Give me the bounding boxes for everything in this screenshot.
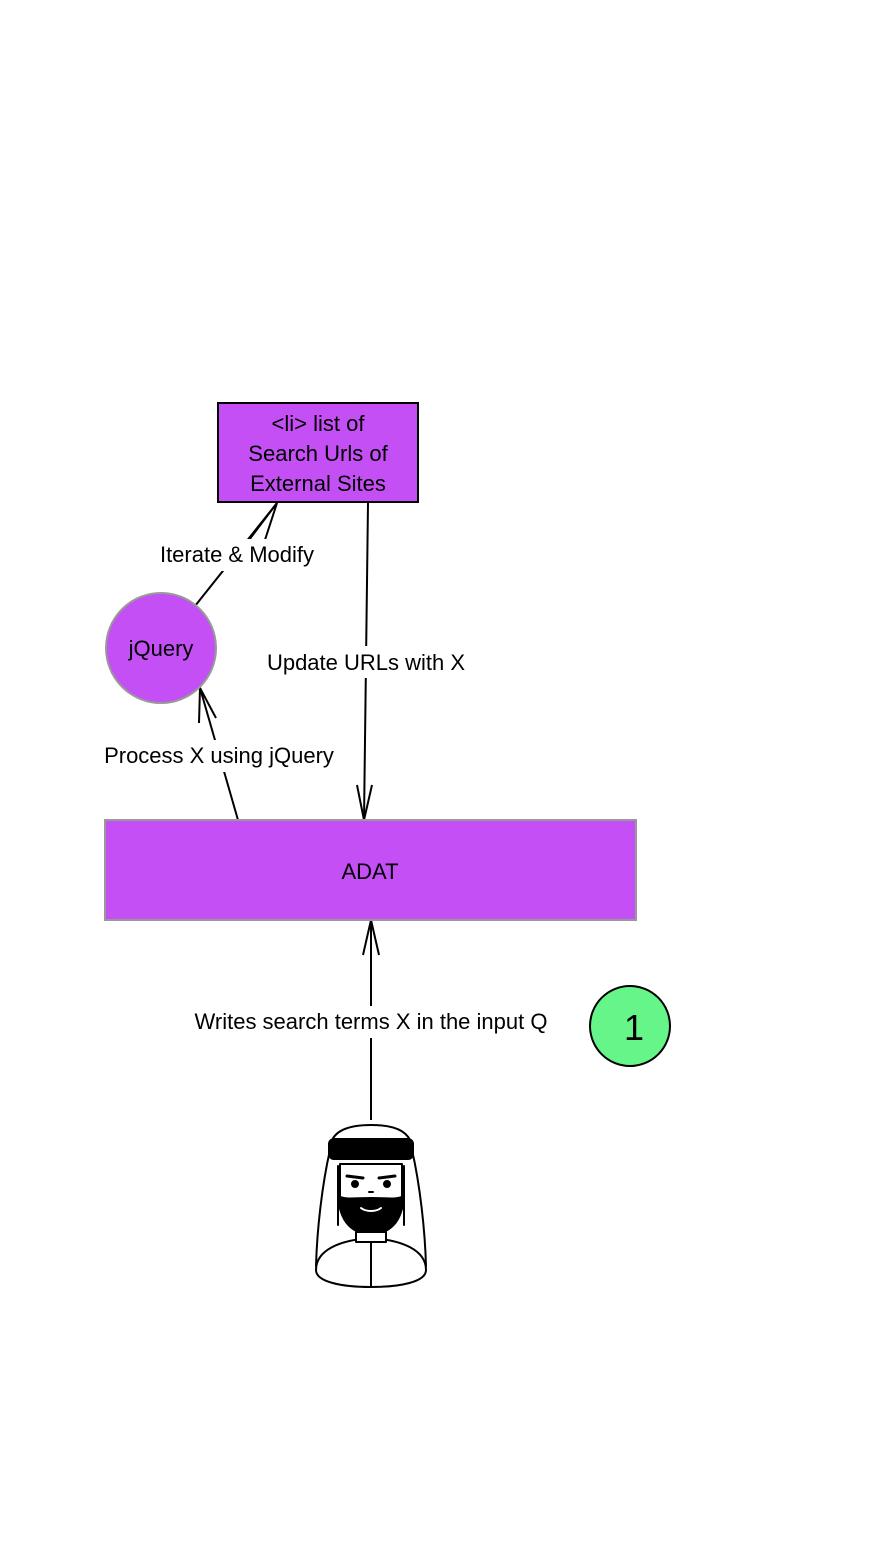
edge-update-label-bg [255,646,477,678]
step-badge: 1 [589,985,671,1067]
edge-process-label-bg [90,740,348,772]
edge-update-label: Update URLs with X [267,650,465,675]
eye-left [351,1180,359,1188]
edge-iterate-label: Iterate & Modify [160,542,314,567]
edge-process-label-group: Process X using jQuery [90,740,348,772]
node-adat-label: ADAT [341,859,398,884]
node-jquery-label: jQuery [128,636,194,661]
node-jquery-circle [105,592,217,704]
node-adat-box [104,819,637,921]
edge-writes-label-group: Writes search terms X in the input Q [174,1006,568,1038]
headband [328,1138,414,1160]
step-badge-number: 1 [624,1007,644,1048]
edge-update-label-group: Update URLs with X [255,646,477,678]
node-url-list[interactable]: <li> list of Search Urls of External Sit… [217,402,419,503]
node-url-list-line-1: <li> list of [272,411,366,436]
node-adat[interactable]: ADAT [104,819,637,921]
node-url-list-line-3: External Sites [250,471,386,496]
edge-iterate-label-group: Iterate & Modify [150,539,324,571]
eyebrow-left [345,1174,365,1180]
edge-writes-label-bg [174,1006,568,1038]
arab-man-icon[interactable] [315,1124,427,1288]
node-url-list-box [217,402,419,503]
edge-writes-label: Writes search terms X in the input Q [195,1009,548,1034]
edge-iterate-label-bg [150,539,324,571]
step-badge-circle [589,985,671,1067]
edge-process-label: Process X using jQuery [104,743,334,768]
beard [337,1195,405,1235]
node-url-list-line-2: Search Urls of [248,441,388,466]
node-jquery[interactable]: jQuery [105,592,217,704]
mouth [360,1207,382,1212]
eye-right [383,1180,391,1188]
collar [355,1231,387,1243]
eyebrow-right [377,1174,397,1180]
